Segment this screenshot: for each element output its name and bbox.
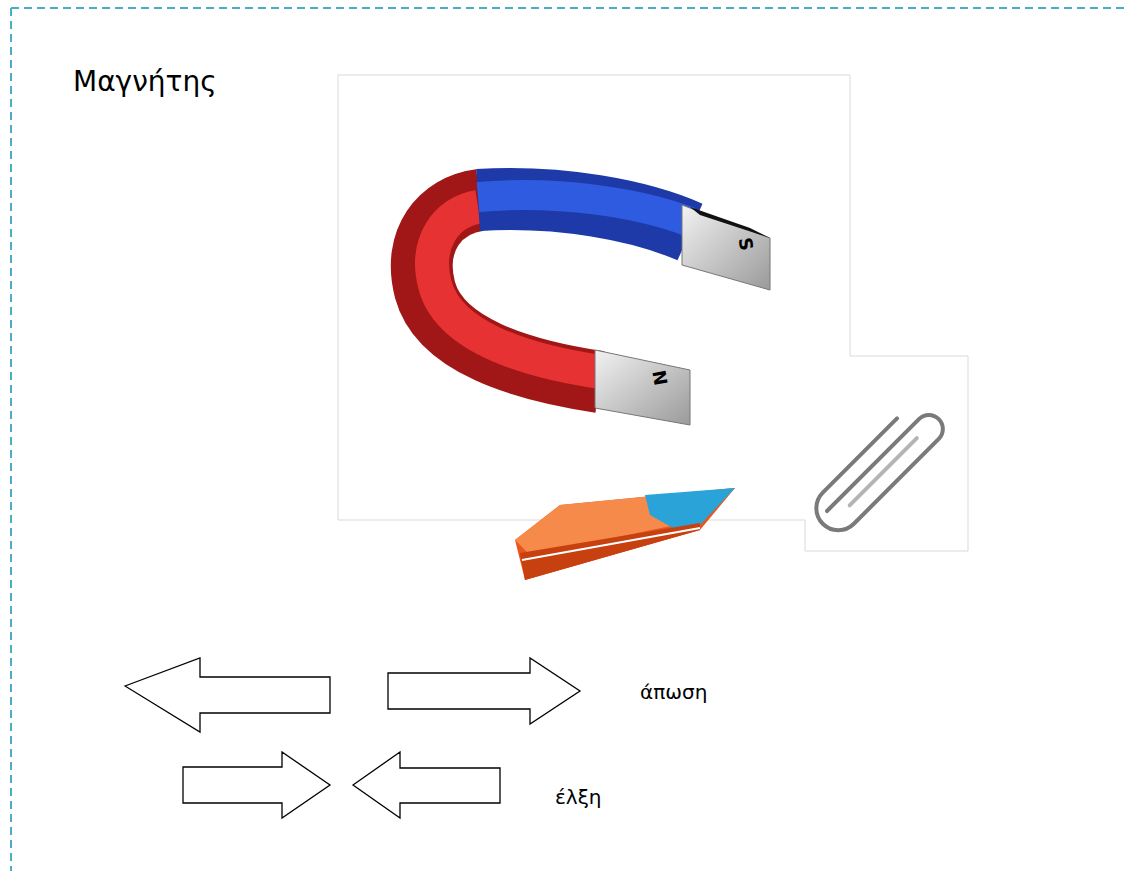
arrow-right bbox=[388, 658, 580, 724]
pole-label: N bbox=[650, 369, 670, 387]
arrow-left bbox=[125, 658, 330, 732]
frame-line bbox=[10, 8, 12, 871]
title: Μαγνήτης bbox=[73, 68, 217, 96]
frame-line bbox=[11, 7, 1127, 9]
caption-label: έλξη bbox=[555, 787, 601, 807]
paperclip bbox=[807, 398, 948, 539]
horseshoe-magnet bbox=[422, 195, 770, 425]
caption-label: άπωση bbox=[640, 682, 707, 702]
eraser bbox=[515, 488, 735, 580]
arrow-right bbox=[183, 752, 330, 818]
arrow-left bbox=[353, 752, 500, 818]
picture-frame bbox=[338, 75, 968, 551]
